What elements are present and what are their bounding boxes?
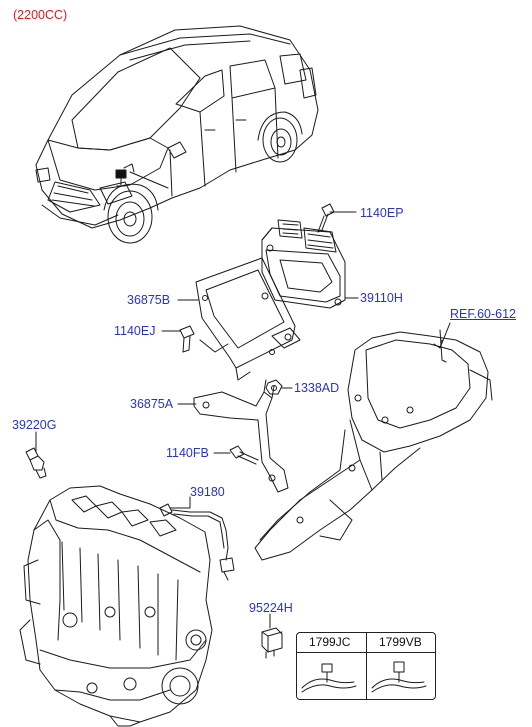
callout-ref-60-612[interactable]: REF.60-612 bbox=[450, 307, 517, 321]
engine-illustration bbox=[19, 485, 213, 727]
ecm-unit-illustration bbox=[261, 219, 346, 309]
leader-lines bbox=[35, 171, 451, 629]
bolt-1140fb-illustration bbox=[229, 445, 259, 465]
sensor-39180-illustration bbox=[159, 503, 235, 581]
kit-1799vb-illustration bbox=[371, 661, 427, 693]
callout-39110h: 39110H bbox=[360, 291, 403, 305]
callout-39180: 39180 bbox=[190, 485, 225, 499]
bracket-36875a-illustration bbox=[193, 379, 289, 493]
kit-table bbox=[296, 632, 436, 700]
callout-95224h: 95224H bbox=[249, 601, 293, 615]
callout-1338ad: 1338AD bbox=[294, 381, 340, 395]
relay-95224h-illustration bbox=[261, 627, 283, 659]
bolt-1140ej-illustration bbox=[179, 325, 195, 353]
kit-col-1799jc: 1799JC bbox=[309, 635, 351, 649]
callout-1140fb: 1140FB bbox=[166, 446, 209, 460]
sensor-39220g-illustration bbox=[25, 447, 47, 479]
callout-36875b: 36875B bbox=[127, 293, 171, 307]
vehicle-illustration bbox=[35, 25, 319, 244]
kit-table-divider bbox=[366, 633, 367, 699]
engine-spec-label: (2200CC) bbox=[13, 8, 68, 22]
kit-1799jc-illustration bbox=[301, 663, 357, 693]
bracket-36875b-illustration bbox=[195, 257, 301, 381]
callout-1140ej: 1140EJ bbox=[114, 324, 156, 338]
kit-col-1799vb: 1799VB bbox=[379, 635, 422, 649]
callout-1140ep: 1140EP bbox=[360, 206, 404, 220]
callout-36875a: 36875A bbox=[130, 397, 174, 411]
bolt-1140ep-illustration bbox=[317, 203, 335, 233]
body-panel-illustration bbox=[254, 329, 493, 561]
callout-39220g: 39220G bbox=[12, 418, 57, 432]
